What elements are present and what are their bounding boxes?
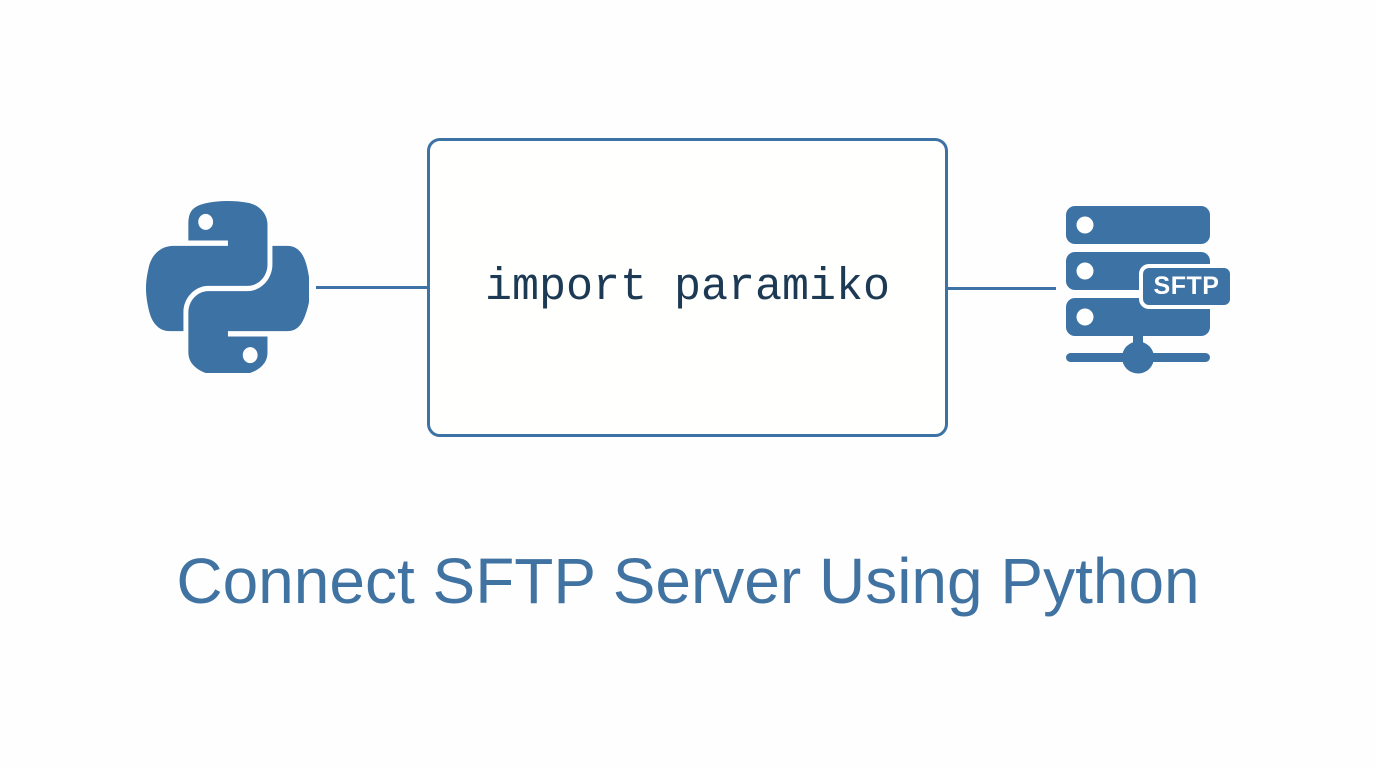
python-snake-bottom <box>188 245 309 373</box>
connector-line-right <box>948 287 1056 290</box>
code-text: import paramiko <box>484 262 891 313</box>
server-network-node <box>1122 341 1154 374</box>
python-logo-icon <box>146 201 309 373</box>
server-led-1 <box>1076 216 1094 234</box>
sftp-badge-label: SFTP <box>1153 272 1220 300</box>
diagram-title: Connect SFTP Server Using Python <box>176 545 1200 617</box>
code-box: import paramiko <box>427 138 948 437</box>
server-led-2 <box>1076 262 1094 280</box>
sftp-badge: SFTP <box>1139 264 1234 309</box>
python-snake-top <box>146 201 268 332</box>
connector-line-left <box>316 286 427 289</box>
server-rack-1 <box>1066 206 1210 244</box>
server-led-3 <box>1076 308 1094 326</box>
